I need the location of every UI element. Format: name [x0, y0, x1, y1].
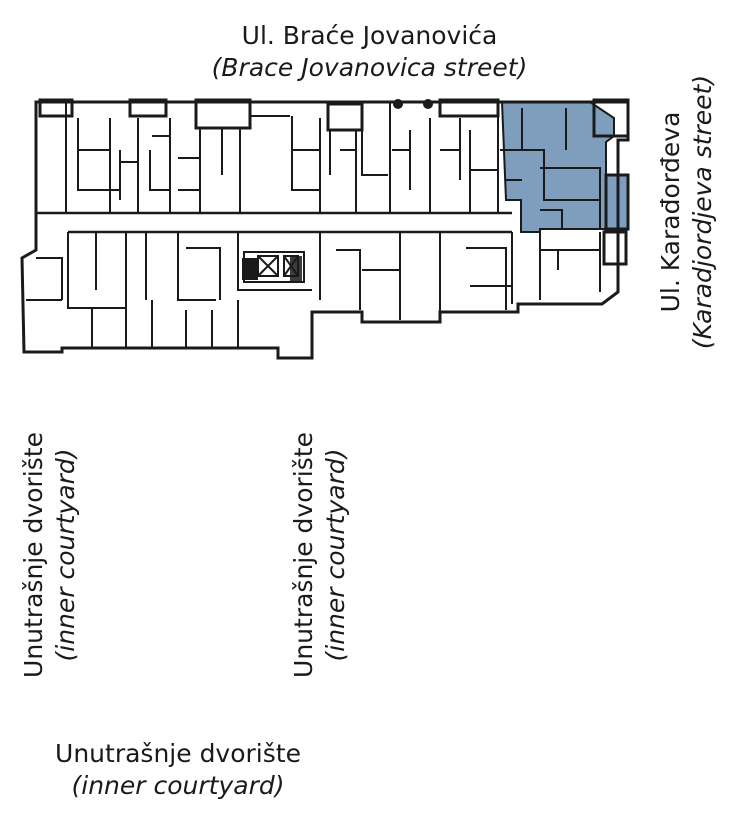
north-street-label: Ul. Braće Jovanovića (Brace Jovanovica s…	[0, 20, 739, 84]
outer-outline	[20, 100, 630, 360]
partition	[26, 232, 312, 348]
stair-block	[290, 256, 302, 282]
plan-walls	[20, 98, 630, 360]
courtyard-bottom-name: Unutrašnje dvorište	[55, 739, 301, 768]
column-icon	[393, 99, 403, 109]
partition	[319, 232, 601, 320]
balcony	[326, 102, 364, 132]
plan-interior-walls	[26, 102, 601, 348]
partition	[78, 135, 498, 191]
balcony	[128, 98, 168, 118]
balcony	[604, 173, 630, 231]
partition	[65, 102, 499, 213]
balcony	[38, 98, 74, 118]
column-icon	[423, 99, 433, 109]
courtyard-bottom-label: Unutrašnje dvorište (inner courtyard)	[0, 738, 356, 802]
north-street-name-en: (Brace Jovanovica street)	[211, 53, 528, 82]
elevator-cross	[257, 255, 299, 277]
partition	[500, 108, 601, 229]
balcony	[602, 230, 628, 266]
stair-block	[242, 258, 258, 280]
balcony	[438, 98, 500, 118]
balcony	[592, 98, 630, 138]
corridor	[36, 211, 512, 234]
courtyard-bottom-name-en: (inner courtyard)	[71, 771, 285, 800]
balcony	[194, 98, 252, 130]
north-street-name: Ul. Braće Jovanovića	[241, 21, 498, 50]
